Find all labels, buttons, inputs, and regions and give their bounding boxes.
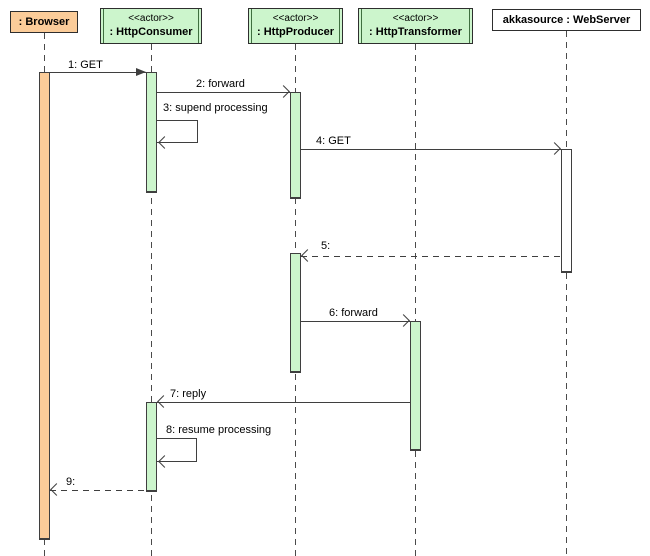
- activation-httpconsumer-1[interactable]: [146, 72, 157, 193]
- message-label: 6: forward: [329, 307, 378, 319]
- arrowhead-open-left-icon: [50, 483, 63, 496]
- activation-webserver[interactable]: [561, 149, 572, 273]
- double-border-line: [339, 9, 340, 43]
- message-line: [301, 149, 561, 150]
- message-label: 2: forward: [196, 78, 245, 90]
- double-border-line: [469, 9, 470, 43]
- participant-name: : HttpTransformer: [369, 26, 462, 38]
- double-border-line: [361, 9, 362, 43]
- message-line: [157, 92, 290, 93]
- lifeline-httpconsumer: [151, 44, 152, 556]
- arrowhead-open-right-icon: [277, 85, 290, 98]
- participant-stereotype: <<actor>>: [392, 13, 439, 24]
- activation-httpproducer-1[interactable]: [290, 92, 301, 199]
- message-label: 9:: [66, 476, 76, 488]
- message-line: [50, 72, 146, 73]
- message-label: 5:: [321, 240, 331, 252]
- message-line-dashed: [50, 490, 146, 491]
- participant-stereotype: <<actor>>: [272, 13, 319, 24]
- participant-name: : HttpProducer: [257, 26, 334, 38]
- activation-browser[interactable]: [39, 72, 50, 540]
- activation-httptransformer[interactable]: [410, 321, 421, 451]
- self-message-loop: [157, 438, 197, 462]
- participant-name: : HttpConsumer: [109, 26, 193, 38]
- arrowhead-open-right-icon: [548, 142, 561, 155]
- message-line: [301, 321, 410, 322]
- participant-httptransformer[interactable]: <<actor>> : HttpTransformer: [358, 8, 473, 44]
- message-label: 3: supend processing: [163, 102, 268, 114]
- message-label: 1: GET: [68, 59, 103, 71]
- double-border-line: [251, 9, 252, 43]
- message-label: 4: GET: [316, 135, 351, 147]
- self-message-loop: [157, 120, 198, 143]
- message-label: 7: reply: [170, 388, 207, 400]
- participant-name: : Browser: [18, 15, 70, 28]
- arrowhead-open-right-icon: [397, 314, 410, 327]
- lifeline-httptransformer: [415, 44, 416, 556]
- participant-httpproducer[interactable]: <<actor>> : HttpProducer: [248, 8, 343, 44]
- participant-webserver[interactable]: akkasource : WebServer: [492, 9, 641, 31]
- arrowhead-open-left-icon: [301, 249, 314, 262]
- double-border-line: [103, 9, 104, 43]
- double-border-line: [198, 9, 199, 43]
- participant-httpconsumer[interactable]: <<actor>> : HttpConsumer: [100, 8, 202, 44]
- lifeline-webserver: [566, 31, 567, 556]
- participant-name: akkasource : WebServer: [502, 13, 631, 26]
- activation-httpproducer-2[interactable]: [290, 253, 301, 373]
- message-line-dashed: [301, 256, 561, 257]
- participant-browser[interactable]: : Browser: [10, 11, 78, 33]
- participant-stereotype: <<actor>>: [128, 13, 174, 24]
- message-line: [157, 402, 410, 403]
- arrowhead-filled-right-icon: [136, 68, 146, 76]
- arrowhead-open-left-icon: [157, 395, 170, 408]
- activation-httpconsumer-2[interactable]: [146, 402, 157, 492]
- message-label: 8: resume processing: [166, 424, 272, 436]
